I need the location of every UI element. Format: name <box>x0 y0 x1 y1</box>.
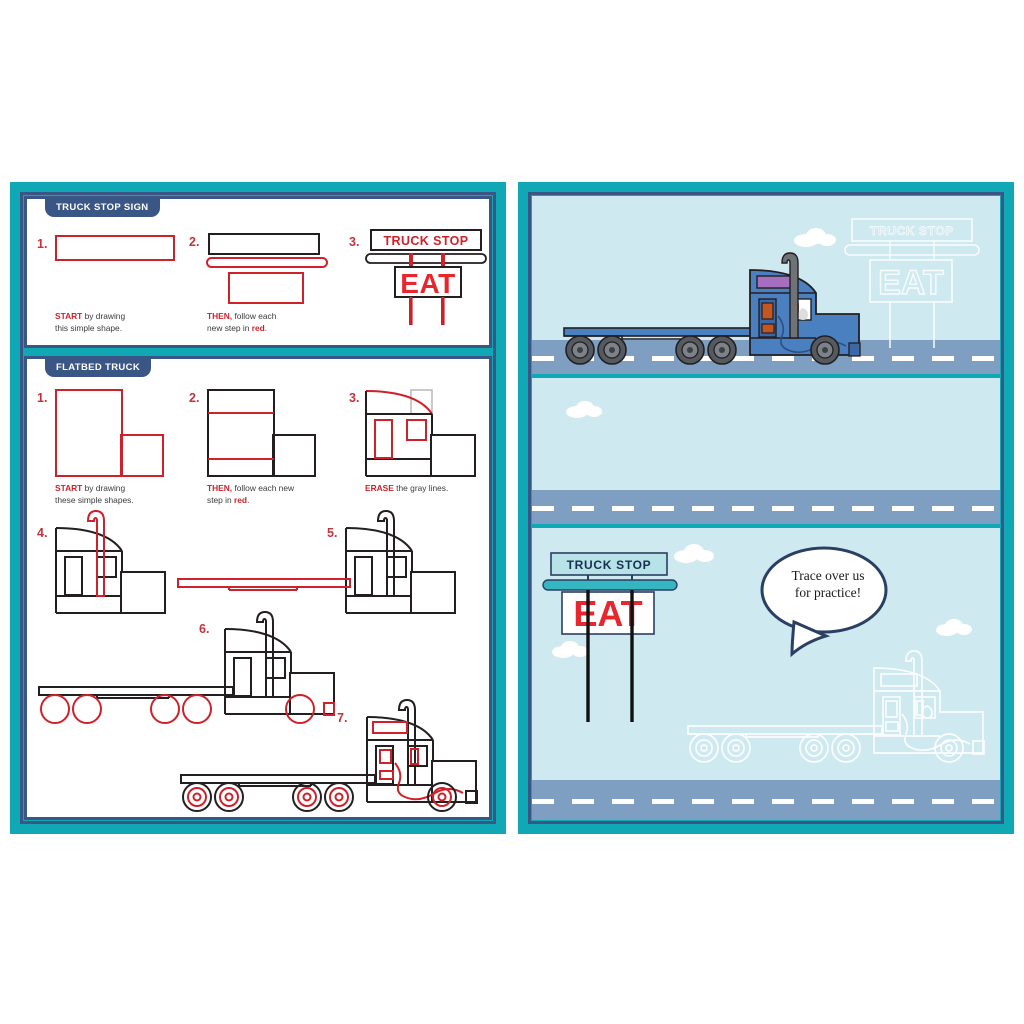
step2-caption-flatbed: THEN, follow each new step in red. <box>207 483 295 505</box>
panel-tab-flatbed-truck: FLATBED TRUCK <box>45 358 152 377</box>
two-page-spread: TRUCK STOP SIGN 1. START by drawing this… <box>10 182 1014 834</box>
truck-stop-eat-sign: TRUCK STOP EAT <box>542 552 678 722</box>
panel-flatbed-truck: FLATBED TRUCK 1. START by drawing these … <box>24 356 492 820</box>
cloud-icon <box>818 234 836 246</box>
step1-caption: START by drawing this simple shape. <box>55 311 126 333</box>
step7-drawing-flatbed <box>177 698 487 815</box>
left-page-inner-frame <box>20 192 496 824</box>
svg-text:TRUCK STOP: TRUCK STOP <box>383 234 468 248</box>
svg-text:EAT: EAT <box>878 264 944 302</box>
cloud-icon <box>586 406 602 417</box>
svg-text:EAT: EAT <box>400 268 455 299</box>
step3-drawing-truck-stop-sign: TRUCK STOP EAT <box>365 229 487 325</box>
cloud-icon <box>956 624 972 635</box>
right-page: TRUCK STOP EAT <box>518 182 1014 834</box>
svg-text:TRUCK STOP: TRUCK STOP <box>870 224 954 238</box>
panel-tab-truck-stop-sign: TRUCK STOP SIGN <box>45 198 160 217</box>
panel-truck-stop-sign: TRUCK STOP SIGN 1. START by drawing this… <box>24 196 492 348</box>
step-number: 3. <box>349 391 360 405</box>
cloud-icon <box>696 550 714 562</box>
step6-drawing-flatbed <box>35 610 335 727</box>
cloud-icon <box>572 646 588 657</box>
svg-text:TRUCK STOP: TRUCK STOP <box>567 558 652 572</box>
colored-flatbed-truck <box>560 252 861 374</box>
scene-blank-practice[interactable] <box>532 378 1000 524</box>
step-number: 2. <box>189 235 200 249</box>
step2-drawing-flatbed <box>207 389 317 477</box>
step-number: 2. <box>189 391 200 405</box>
road-dashes <box>532 506 1000 511</box>
step2-caption: THEN, follow each new step in red. <box>207 311 277 333</box>
step3-caption-flatbed: ERASE the gray lines. <box>365 483 449 493</box>
right-page-inner-frame <box>528 192 1004 824</box>
speech-bubble <box>754 542 902 658</box>
ghost-flatbed-truck[interactable] <box>684 650 985 772</box>
step-number: 4. <box>37 526 48 540</box>
step-number: 1. <box>37 391 48 405</box>
road-dashes <box>532 356 1000 361</box>
step1-drawing-flatbed <box>55 389 165 477</box>
scene-finished-colored: TRUCK STOP EAT <box>532 196 1000 374</box>
step2-drawing-truck-stop-sign <box>206 233 329 305</box>
step-number: 6. <box>199 622 210 636</box>
speech-bubble-text: Trace over us for practice! <box>791 568 865 600</box>
step-number: 3. <box>349 235 360 249</box>
road-dashes <box>532 799 1000 804</box>
ghost-truck-stop-sign: TRUCK STOP EAT <box>844 218 980 348</box>
step5-flatbed-trailer <box>177 578 351 592</box>
left-page: TRUCK STOP SIGN 1. START by drawing this… <box>10 182 506 834</box>
step-number: 5. <box>327 526 338 540</box>
step-number: 1. <box>37 237 48 251</box>
step4-drawing-flatbed <box>55 509 167 614</box>
step1-drawing-truck-stop-sign <box>55 235 175 261</box>
step5-drawing-flatbed <box>345 509 457 614</box>
scene-trace-practice[interactable]: TRUCK STOP EAT Trace over us <box>532 528 1000 820</box>
step-number: 7. <box>337 711 348 725</box>
step3-drawing-flatbed <box>365 389 477 477</box>
step1-caption-flatbed: START by drawing these simple shapes. <box>55 483 134 505</box>
